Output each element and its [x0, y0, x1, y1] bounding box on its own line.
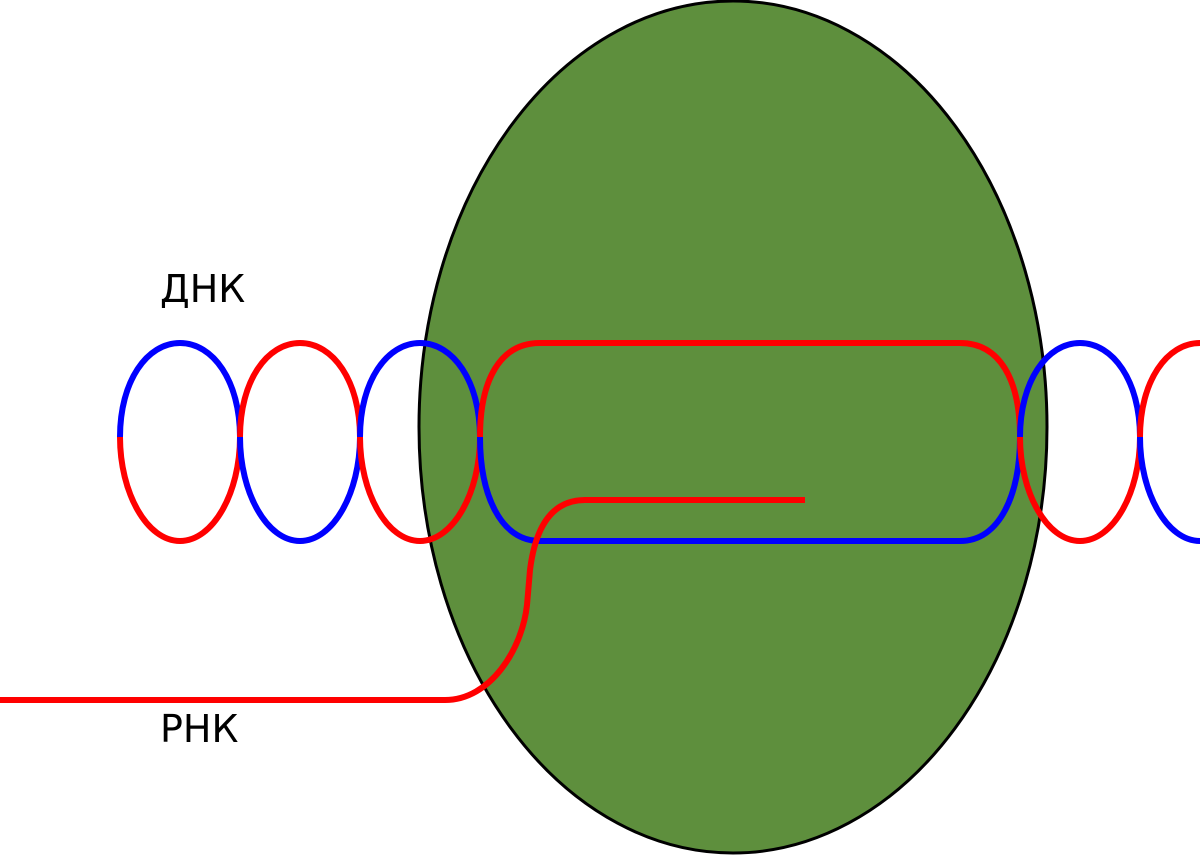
dna-strand-blue-segment: [117, 340, 243, 438]
dna-strand-red-segment: [1137, 340, 1200, 438]
rna-polymerase-body: [417, 0, 1049, 855]
dna-coding-strand-blue: [477, 436, 1023, 544]
dna-helix-left: [117, 340, 483, 544]
dna-strand-blue-segment: [1017, 340, 1143, 438]
dna-helix-right: [1017, 340, 1200, 544]
dna-strand-blue-segment: [357, 340, 483, 438]
transcription-bubble: [477, 340, 1023, 544]
dna-strand-red-segment: [237, 340, 363, 438]
dna-strand-red-segment: [357, 436, 483, 544]
rna-label: РНК: [160, 707, 238, 751]
dna-template-strand-red: [477, 340, 1023, 438]
dna-strand-blue-segment: [1137, 436, 1200, 544]
rna-strand: [0, 497, 805, 703]
dna-strand-red-segment: [1017, 436, 1143, 544]
dna-strand-red-segment: [117, 436, 243, 544]
dna-label: ДНК: [160, 267, 245, 311]
dna-strand-blue-segment: [237, 436, 363, 544]
